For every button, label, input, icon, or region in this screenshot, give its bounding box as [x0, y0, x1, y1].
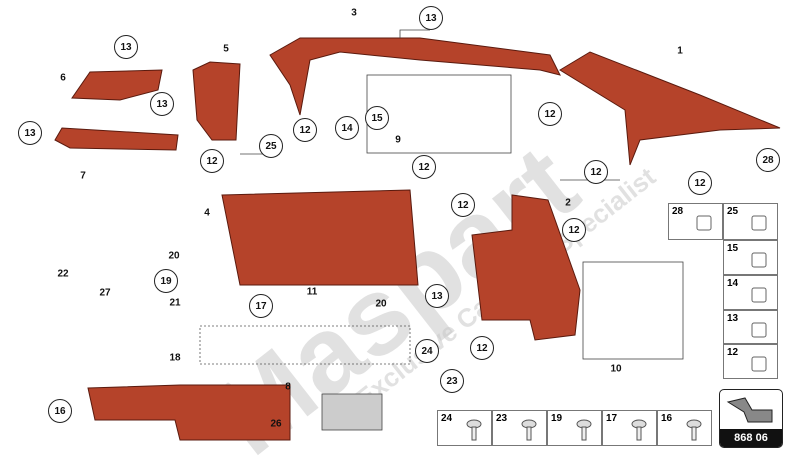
part-26-mat — [321, 393, 383, 431]
screw-icon — [751, 287, 767, 303]
callout-circle: 14 — [335, 116, 359, 140]
flange-screw-icon — [751, 356, 767, 372]
push-rivet-icon — [631, 419, 647, 441]
legend-label: 13 — [727, 313, 739, 324]
part-4-panel — [221, 189, 419, 286]
legend-cell-push-rivet: 17 — [602, 410, 657, 446]
pin-clip-icon — [686, 419, 702, 441]
legend-cell-clip-nut: 13 — [723, 310, 778, 344]
legend-label: 17 — [606, 413, 618, 424]
strip-pad-icon — [751, 215, 767, 231]
legend-label: 12 — [727, 347, 739, 358]
callout-circle: 13 — [18, 121, 42, 145]
detail-box-10 — [582, 261, 684, 360]
part-2-quarter-panel — [471, 194, 581, 341]
part-number-label: 4 — [204, 207, 210, 219]
legend-label: 24 — [441, 413, 453, 424]
washer-icon — [751, 252, 767, 268]
part-number-label: 20 — [375, 298, 387, 310]
part-number-label: 5 — [223, 43, 229, 55]
screw-icon — [576, 419, 592, 441]
part-number-label: 1 — [677, 45, 683, 57]
legend-cell-clip: 24 — [437, 410, 492, 446]
part-number-label: 20 — [168, 250, 180, 262]
callout-circle: 12 — [688, 171, 712, 195]
part-number-label: 18 — [169, 352, 181, 364]
part-number-label: 22 — [57, 268, 69, 280]
part-number-label: 27 — [99, 287, 111, 299]
callout-circle: 12 — [538, 102, 562, 126]
part-number-label: 10 — [610, 363, 622, 375]
callout-circle: 13 — [114, 35, 138, 59]
legend-label: 25 — [727, 206, 739, 217]
callout-circle: 12 — [470, 336, 494, 360]
callout-circle: 12 — [584, 160, 608, 184]
callout-circle: 15 — [365, 106, 389, 130]
callout-circle: 24 — [415, 339, 439, 363]
callout-circle: 16 — [48, 399, 72, 423]
callout-circle: 12 — [412, 155, 436, 179]
arrow-icon — [726, 397, 773, 423]
legend-cell-washer: 15 — [723, 240, 778, 275]
part-number-label: 6 — [60, 72, 66, 84]
part-8-lower-panel — [87, 384, 291, 441]
part-number-label: 3 — [351, 7, 357, 19]
detail-box-9 — [366, 74, 512, 154]
part-1-a-pillar — [559, 51, 781, 166]
callout-circle: 19 — [154, 269, 178, 293]
callout-circle: 12 — [200, 149, 224, 173]
diagram-number: 868 06 — [720, 429, 782, 447]
part-number-label: 26 — [270, 418, 282, 430]
part-7 — [54, 127, 179, 151]
part-5 — [192, 61, 241, 141]
legend-cell-screw: 14 — [723, 275, 778, 310]
part-18-grille — [199, 325, 411, 365]
legend-cell-flange-screw: 12 — [723, 344, 778, 379]
legend-label: 16 — [661, 413, 673, 424]
legend-label: 19 — [551, 413, 563, 424]
part-number-label: 2 — [565, 197, 571, 209]
diagram-number-badge: 868 06 — [719, 389, 783, 448]
callout-circle: 25 — [259, 134, 283, 158]
wedge-block-icon — [696, 215, 712, 231]
plastic-rivet-icon — [521, 419, 537, 441]
part-number-label: 11 — [306, 286, 318, 298]
legend-cell-pin-clip: 16 — [657, 410, 712, 446]
clip-nut-icon — [751, 322, 767, 338]
callout-circle: 17 — [249, 294, 273, 318]
legend-cell-plastic-rivet: 23 — [492, 410, 547, 446]
callout-circle: 13 — [150, 92, 174, 116]
callout-circle: 28 — [756, 148, 780, 172]
callout-circle: 13 — [419, 6, 443, 30]
legend-cell-screw: 19 — [547, 410, 602, 446]
part-number-label: 7 — [80, 170, 86, 182]
legend-label: 28 — [672, 206, 684, 217]
callout-circle: 23 — [440, 369, 464, 393]
legend-label: 23 — [496, 413, 508, 424]
callout-circle: 12 — [562, 218, 586, 242]
legend-cell-strip-pad: 25 — [723, 203, 778, 240]
part-number-label: 8 — [285, 381, 291, 393]
legend-cell-wedge-block: 28 — [668, 203, 723, 240]
legend-label: 14 — [727, 278, 739, 289]
part-number-label: 21 — [169, 297, 181, 309]
callout-circle: 13 — [425, 284, 449, 308]
part-6 — [71, 69, 163, 101]
clip-icon — [466, 419, 482, 441]
callout-circle: 12 — [451, 193, 475, 217]
callout-circle: 12 — [293, 118, 317, 142]
legend-label: 15 — [727, 243, 739, 254]
part-number-label: 9 — [395, 134, 401, 146]
